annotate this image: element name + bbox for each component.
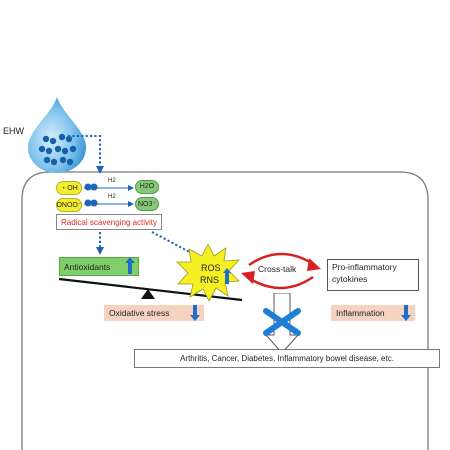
blocked-down-arrow-icon [263,293,301,354]
h2-molecule-icon [84,199,98,207]
h2o-pill [135,180,159,194]
cytokines-label-line2: cytokines [332,274,368,284]
peroxynitrite-label: ONOO⁻ [56,201,82,209]
nitrate-pill [135,197,159,211]
inflammation-label: Inflammation [336,308,385,318]
cytokines-label-line1: Pro-inflammatory [332,262,397,272]
crosstalk-label: Cross-talk [258,264,297,274]
diseases-box [134,349,440,368]
h2-molecule-icon [84,183,98,191]
reaction-arrow [84,185,134,191]
ros-rns-burst-icon [176,244,240,302]
water-drop-icon [28,97,86,173]
oxidative-stress-box [104,305,204,321]
cytokines-box [327,259,419,291]
crosstalk-cycle-icon [241,252,321,290]
antioxidants-label: Antioxidants [64,261,111,272]
h2-label: H2 [108,178,116,184]
rns-label: RNS [200,275,220,285]
down-arrow-icon [190,305,200,321]
h2-label: H2 [108,194,116,200]
ehw-label: EHW [3,126,24,136]
diseases-label: Arthritis, Cancer, Diabetes, Inflammator… [180,354,394,363]
antioxidants-box [59,257,139,276]
inflammation-box [331,305,415,321]
peroxynitrite-pill [56,198,82,212]
nitrate-label: NO3⁻ [137,200,157,208]
oxidative-stress-label: Oxidative stress [109,308,170,318]
up-arrow-icon [125,257,135,274]
up-arrow-icon [223,268,231,284]
oh-radical-pill [56,181,82,195]
h2o-label: H2O [139,183,155,190]
radical-scavenging-box [56,214,162,230]
ros-label: ROS [201,263,221,273]
radical-scavenging-label: Radical scavenging activity [60,217,158,227]
reaction-arrow [84,201,134,207]
oh-radical-label: ・OH [60,184,78,192]
down-arrow-icon [401,305,411,321]
